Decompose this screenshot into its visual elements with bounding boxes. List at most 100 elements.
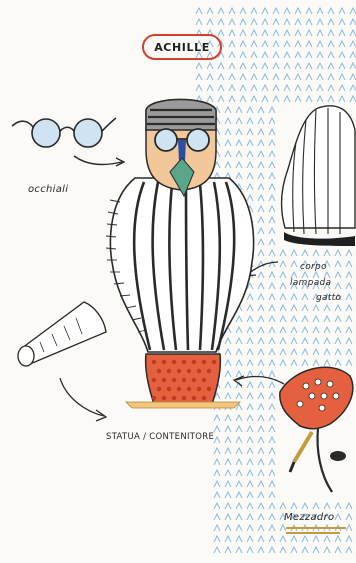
chevron-mark xyxy=(324,250,330,256)
glasses-illustration xyxy=(12,118,116,147)
chevron-mark xyxy=(313,360,319,366)
chevron-mark xyxy=(339,52,345,58)
chevron-mark xyxy=(306,30,312,36)
chevron-mark xyxy=(317,85,323,91)
chevron-mark xyxy=(306,52,312,58)
chevron-mark xyxy=(258,239,264,245)
chevron-mark xyxy=(236,129,242,135)
chevron-mark xyxy=(258,250,264,256)
chevron-mark xyxy=(295,63,301,69)
chevron-mark xyxy=(258,118,264,124)
chevron-mark xyxy=(324,536,330,542)
chevron-mark xyxy=(225,437,231,443)
chevron-mark xyxy=(269,349,275,355)
chevron-mark xyxy=(236,316,242,322)
chevron-mark xyxy=(240,96,246,102)
chevron-mark xyxy=(346,338,352,344)
title-badge: ACHILLE xyxy=(142,34,222,60)
chevron-mark xyxy=(247,514,253,520)
pot-dot xyxy=(187,369,191,373)
chevron-mark xyxy=(269,459,275,465)
chevron-mark xyxy=(269,173,275,179)
chevron-mark xyxy=(269,129,275,135)
chevron-mark xyxy=(324,360,330,366)
chevron-mark xyxy=(236,547,242,553)
chevron-mark xyxy=(225,162,231,168)
chevron-mark xyxy=(229,74,235,80)
chevron-mark xyxy=(306,41,312,47)
pot-dot xyxy=(207,369,211,373)
chevron-mark xyxy=(214,470,220,476)
chevron-mark xyxy=(236,327,242,333)
chevron-mark xyxy=(247,360,253,366)
chevron-mark xyxy=(280,294,286,300)
chevron-mark xyxy=(225,492,231,498)
chevron-mark xyxy=(247,492,253,498)
chevron-mark xyxy=(284,63,290,69)
chevron-mark xyxy=(328,74,334,80)
chevron-mark xyxy=(225,459,231,465)
chevron-mark xyxy=(225,349,231,355)
chevron-mark xyxy=(346,294,352,300)
chevron-mark xyxy=(236,393,242,399)
pot-dot xyxy=(202,378,206,382)
chevron-mark xyxy=(273,19,279,25)
chevron-mark xyxy=(346,272,352,278)
chevron-mark xyxy=(229,41,235,47)
body-label-mid: lampada xyxy=(290,278,331,288)
chevron-mark xyxy=(240,41,246,47)
chevron-mark xyxy=(269,327,275,333)
chevron-mark xyxy=(258,349,264,355)
chevron-mark xyxy=(247,459,253,465)
chevron-mark xyxy=(269,371,275,377)
pot-dot xyxy=(187,387,191,391)
chevron-mark xyxy=(214,525,220,531)
chevron-mark xyxy=(273,63,279,69)
chevron-mark xyxy=(269,536,275,542)
chevron-mark xyxy=(335,503,341,509)
pot-dot xyxy=(152,360,156,364)
glasses-arrow xyxy=(74,156,122,164)
chevron-mark xyxy=(269,206,275,212)
chevron-mark xyxy=(346,283,352,289)
chevron-mark xyxy=(247,151,253,157)
chevron-mark xyxy=(273,85,279,91)
chevron-mark xyxy=(258,459,264,465)
chevron-mark xyxy=(328,85,334,91)
chevron-mark xyxy=(229,19,235,25)
chevron-mark xyxy=(280,536,286,542)
chevron-mark xyxy=(258,294,264,300)
chevron-mark xyxy=(251,8,257,14)
chevron-mark xyxy=(225,129,231,135)
chevron-mark xyxy=(236,107,242,113)
chevron-mark xyxy=(328,41,334,47)
chevron-mark xyxy=(335,305,341,311)
chevron-mark xyxy=(346,360,352,366)
chevron-mark xyxy=(225,360,231,366)
chevron-mark xyxy=(269,305,275,311)
chevron-mark xyxy=(251,63,257,69)
chevron-mark xyxy=(225,415,231,421)
pot-dot xyxy=(192,396,196,400)
chevron-mark xyxy=(313,327,319,333)
chevron-mark xyxy=(258,162,264,168)
chevron-mark xyxy=(335,250,341,256)
chevron-mark xyxy=(262,8,268,14)
chevron-mark xyxy=(284,8,290,14)
chevron-mark xyxy=(236,481,242,487)
chevron-mark xyxy=(346,305,352,311)
chevron-mark xyxy=(218,19,224,25)
chevron-mark xyxy=(258,206,264,212)
lamp-illustration xyxy=(281,106,355,246)
pot-dot xyxy=(177,369,181,373)
chevron-mark xyxy=(291,360,297,366)
chevron-mark xyxy=(280,283,286,289)
chevron-mark xyxy=(214,503,220,509)
chevron-mark xyxy=(269,316,275,322)
chevron-mark xyxy=(196,85,202,91)
chevron-mark xyxy=(251,96,257,102)
chevron-mark xyxy=(236,360,242,366)
chevron-mark xyxy=(346,261,352,267)
chevron-mark xyxy=(214,448,220,454)
chevron-mark xyxy=(196,8,202,14)
